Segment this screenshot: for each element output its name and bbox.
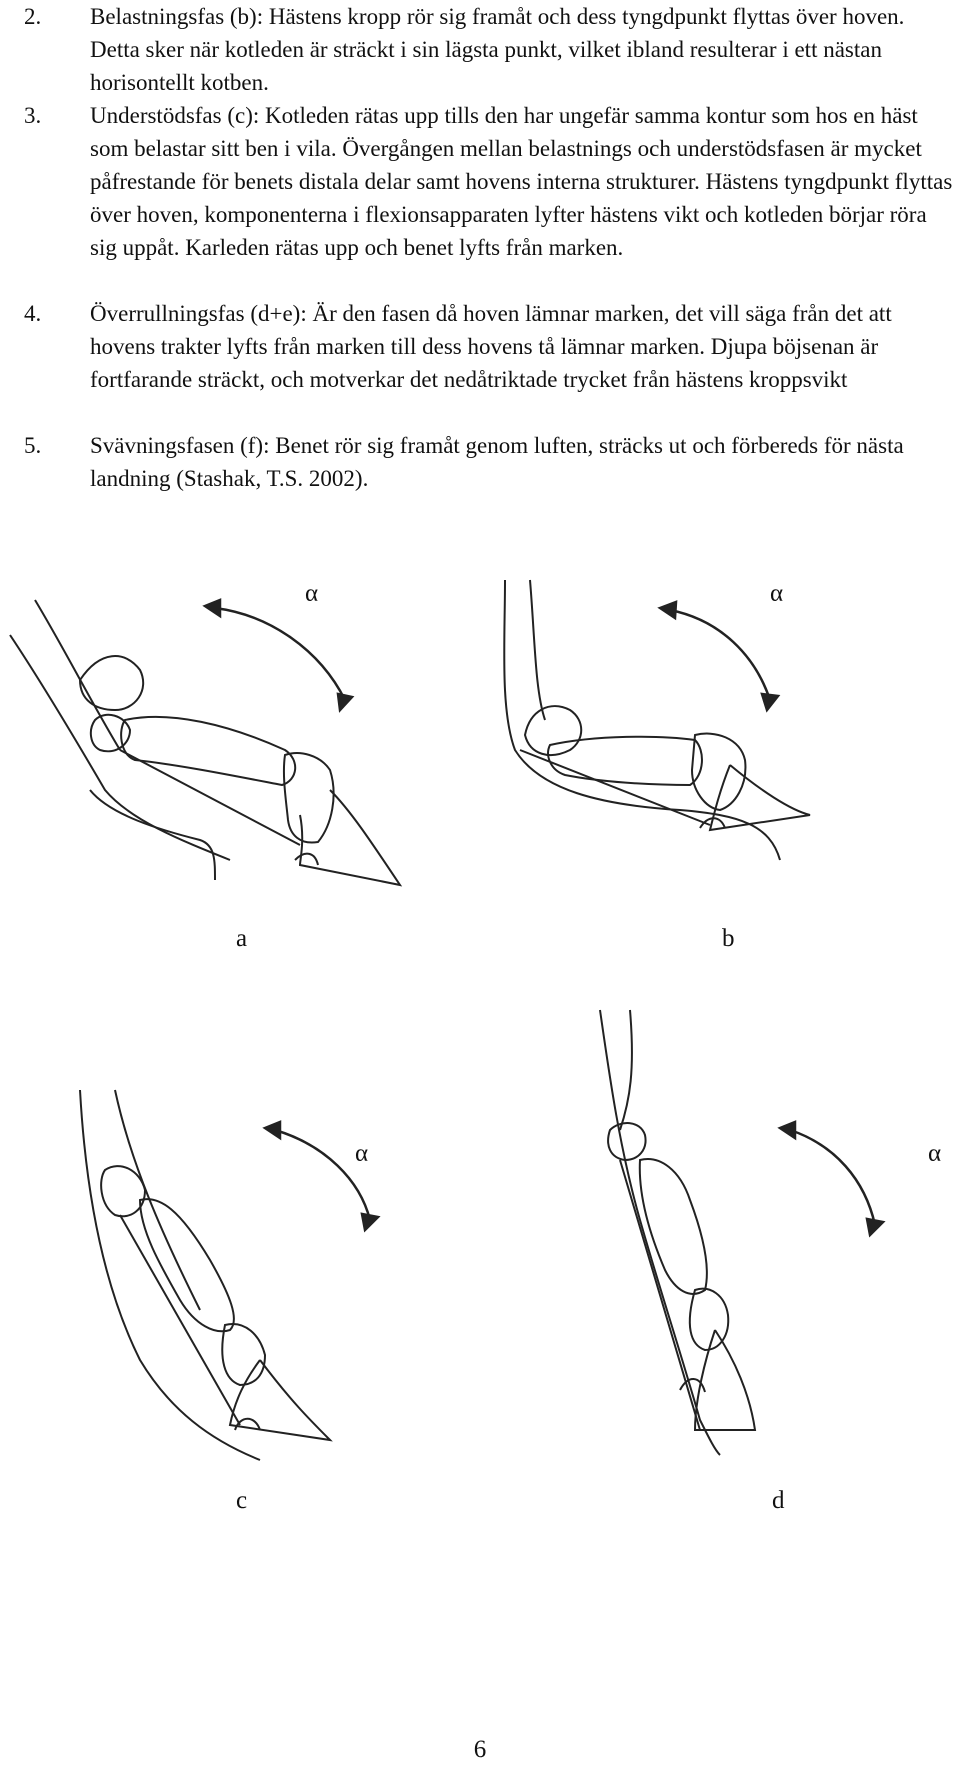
list-number: 3.: [24, 103, 42, 128]
list-number: 4.: [24, 301, 42, 326]
figure-a: α: [0, 560, 450, 900]
figure-d: α: [510, 1000, 960, 1460]
hoof-illustration: [599, 1009, 886, 1456]
alpha-label: α: [355, 1140, 369, 1167]
figure-b: α: [480, 560, 950, 900]
panel-label-c: c: [236, 1487, 248, 1514]
hoof-illustration: [79, 1089, 381, 1461]
figure-c: α: [60, 1080, 460, 1480]
alpha-label: α: [770, 580, 784, 607]
alpha-label: α: [928, 1140, 942, 1167]
list-number: 2.: [24, 4, 42, 29]
list-text: Belastningsfas (b): Hästens kropp rör si…: [90, 4, 905, 95]
hoof-illustration: [503, 579, 811, 861]
panel-label-b: b: [722, 925, 735, 952]
list-text: Överrullningsfas (d+e): Är den fasen då …: [90, 301, 892, 392]
list-text: Understödsfas (c): Kotleden rätas upp ti…: [90, 103, 953, 260]
alpha-label: α: [305, 580, 319, 607]
page-number: 6: [473, 1736, 487, 1763]
panel-label-a: a: [236, 925, 248, 952]
hoof-illustration: [9, 598, 403, 887]
list-text: Svävningsfasen (f): Benet rör sig framåt…: [90, 433, 904, 491]
list-number: 5.: [24, 433, 42, 458]
panel-label-d: d: [772, 1487, 785, 1514]
